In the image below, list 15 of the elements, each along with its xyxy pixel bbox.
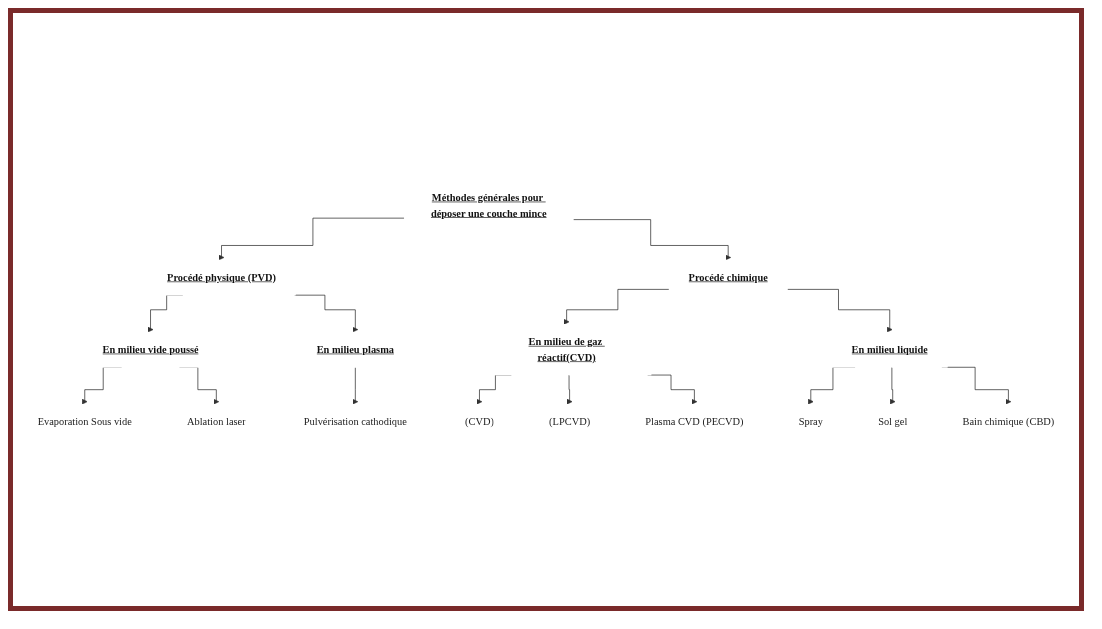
node-text: Ablation laser [187,415,246,427]
node-text: En milieu plasma [316,343,395,355]
node-text: Procédé physique (PVD) [167,271,276,283]
node-text: (LPCVD) [549,415,591,427]
node-text: Bain chimique (CBD) [962,415,1055,427]
node-text: Procédé chimique [688,271,768,283]
node-text: Méthodes générales pour déposer une couche mince [430,191,547,219]
node-text: (CVD) [465,415,494,427]
node-text: Pulvérisation cathodique [303,415,407,427]
node-text: Plasma CVD (PECVD) [645,415,744,427]
node-text: Spray [798,415,823,427]
node-text: En milieu de gaz réactif(CVD) [528,335,603,363]
node-text: Evaporation Sous vide [37,415,132,427]
page-frame: Méthodes générales pour déposer une couche mince Procédé physique (PVD) Procédé chimique En milieu vide poussé En milieu plasma En milieu de gaz réactif(CVD) En milieu liquide Evaporation Sous vide Ablation laser Pulvérisation cathodique (CVD) (LPCVD) Plasma CVD (PECVD) Spray Sol gel Bain chimique (CBD) [8,8,1084,611]
node-text: Sol gel [878,415,908,427]
